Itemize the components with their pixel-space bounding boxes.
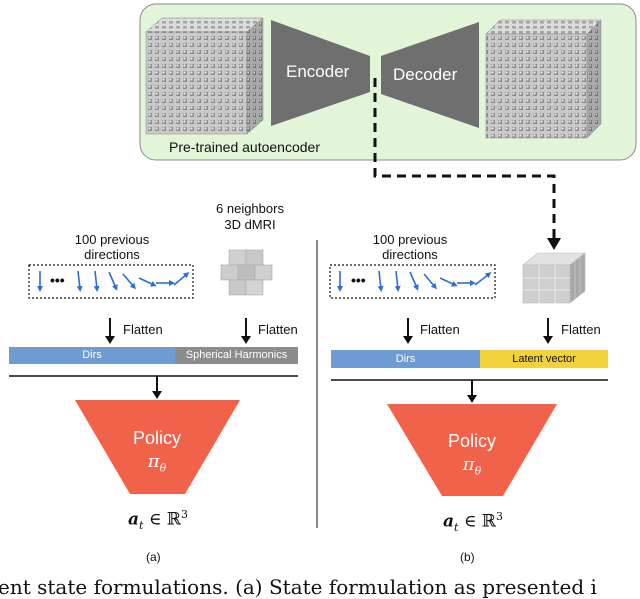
- decoder-block: [381, 22, 479, 128]
- action-a-sub: t: [139, 519, 144, 533]
- encoder-label: Encoder: [286, 62, 350, 81]
- policy-arrowhead-a: [152, 391, 162, 399]
- prev-dirs-label-a-line2: directions: [84, 247, 140, 262]
- panel-label-b: (b): [460, 550, 475, 564]
- prev-dirs-box-b: [329, 264, 496, 299]
- policy-theta-a: θ: [159, 461, 167, 475]
- flatten-arrowhead-left-b: [403, 336, 413, 344]
- dirs-bar-label-b: Dirs: [395, 353, 416, 365]
- autoencoder-box-label: Pre-trained autoencoder: [169, 139, 320, 155]
- prev-dirs-label-b-line2: directions: [382, 247, 438, 262]
- action-b-rest: ∈ ℝ: [458, 511, 496, 532]
- dirs-bar-b: [331, 350, 480, 368]
- flatten-arrowhead-left-a: [105, 336, 115, 344]
- flatten-label-left-a: Flatten: [123, 322, 163, 337]
- latent-connector-arrowhead: [547, 238, 561, 250]
- policy-pi-b: π: [462, 454, 475, 475]
- action-b-sup: 3: [495, 510, 503, 523]
- flatten-label-right-a: Flatten: [258, 322, 298, 337]
- policy-network-a: [75, 400, 240, 494]
- action-a-rest: ∈ ℝ: [143, 509, 181, 530]
- flatten-label-right-b: Flatten: [561, 322, 601, 337]
- policy-symbol-a: πθ: [107, 451, 207, 475]
- input-volume-cube: [145, 17, 264, 135]
- policy-theta-b: θ: [474, 464, 482, 478]
- prev-dirs-box-a: [28, 264, 194, 299]
- action-label-a: at ∈ ℝ3: [128, 508, 188, 532]
- encoder-block: [271, 20, 370, 126]
- sh-bar-a: [175, 347, 298, 364]
- flatten-arrowhead-right-b: [543, 336, 553, 344]
- policy-label-b: Policy: [447, 431, 496, 451]
- policy-label-a: Policy: [132, 428, 181, 448]
- panel-label-a: (a): [146, 550, 161, 564]
- prev-dirs-label-a: 100 previous directions: [52, 232, 172, 262]
- direction-arrows-b: [337, 270, 492, 292]
- neighbors-label: 6 neighbors 3D dMRI: [200, 201, 300, 233]
- latent-connector-dashed: [373, 78, 556, 238]
- reconstructed-volume-cube: [485, 19, 602, 139]
- caption-fragment: ent state formulations. (a) State formul…: [0, 575, 597, 599]
- six-neighbors-icon: [220, 249, 273, 296]
- dirs-bar-a: [9, 347, 175, 364]
- neighbors-label-line2: 3D dMRI: [224, 217, 276, 232]
- neighbors-label-line1: 6 neighbors: [216, 201, 284, 216]
- prev-dirs-label-b: 100 previous directions: [350, 232, 470, 262]
- latent-cube-icon: [522, 252, 586, 304]
- action-b-var: a: [443, 511, 455, 532]
- sh-bar-label-a: Spherical Harmonics: [185, 349, 288, 361]
- policy-pi-a: π: [147, 451, 160, 472]
- prev-dirs-label-a-line1: 100 previous: [74, 232, 150, 247]
- flatten-label-left-b: Flatten: [420, 322, 460, 337]
- ellipsis-a: •••: [50, 272, 65, 288]
- policy-network-b: [387, 404, 557, 496]
- decoder-label: Decoder: [393, 65, 458, 84]
- action-label-b: at ∈ ℝ3: [443, 510, 503, 534]
- policy-arrowhead-b: [467, 395, 477, 403]
- dirs-bar-label-a: Dirs: [82, 349, 102, 361]
- prev-dirs-label-b-line1: 100 previous: [372, 232, 448, 247]
- flatten-arrowhead-right-a: [241, 336, 251, 344]
- action-a-sup: 3: [180, 508, 188, 521]
- action-b-sub: t: [454, 521, 459, 535]
- policy-symbol-b: πθ: [422, 454, 522, 478]
- action-a-var: a: [128, 509, 140, 530]
- direction-arrows-a: [37, 270, 190, 292]
- latent-bar-label-b: Latent vector: [512, 353, 576, 365]
- ellipsis-b: •••: [351, 272, 366, 288]
- latent-bar-b: [480, 350, 608, 368]
